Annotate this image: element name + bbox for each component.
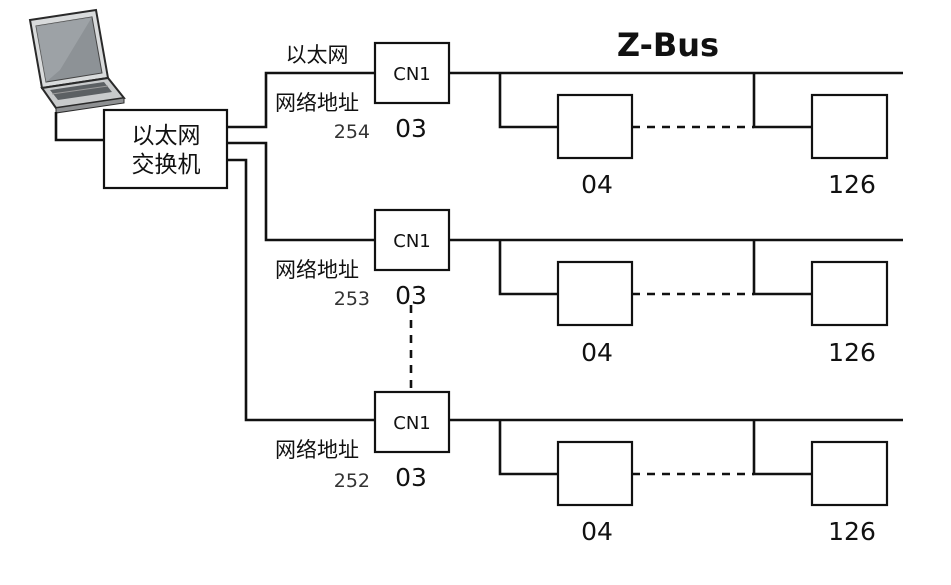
last-device-number: 126 [828,517,876,546]
laptop-to-switch-wire [54,112,104,142]
network-address-value: 254 [334,121,370,143]
bus-drop-first-device [498,420,558,476]
last-device-number: 126 [828,170,876,199]
cn1-controller-box [373,208,451,272]
switch-to-cn1-wire-2 [227,141,375,242]
bus-row-1: CN1 网络地址 254 03 04 126 [275,41,903,199]
bus-drop-last-device [752,420,812,476]
cn1-node-number: 03 [395,463,427,492]
network-address-label: 网络地址 [275,91,359,115]
network-address-value: 252 [334,470,370,492]
device-box-first [556,260,634,327]
bus-row-3: CN1 网络地址 252 03 04 126 [275,390,903,546]
ethernet-switch-box [102,108,229,190]
bus-row-2: CN1 网络地址 253 03 04 126 [275,208,903,367]
last-device-number: 126 [828,338,876,367]
cn1-node-number: 03 [395,281,427,310]
bus-drop-first-device [498,240,558,296]
bus-drop-last-device [752,240,812,296]
ethernet-label: 以太网 [286,43,349,67]
cn1-controller-box [373,41,451,105]
first-device-number: 04 [581,170,613,199]
switch-label-line1: 以太网 [132,123,201,149]
switch-label-line2: 交换机 [132,152,201,178]
device-box-last [810,260,889,327]
first-device-number: 04 [581,517,613,546]
cn1-controller-box [373,390,451,454]
switch-to-cn1-wire-1 [227,71,375,129]
network-address-label: 网络地址 [275,438,359,462]
cn1-node-number: 03 [395,114,427,143]
cn1-label: CN1 [393,231,431,252]
network-address-value: 253 [334,288,370,310]
device-box-first [556,93,634,160]
network-address-label: 网络地址 [275,258,359,282]
device-box-last [810,93,889,160]
switch-to-cn1-wire-3 [227,158,375,422]
bus-drop-last-device [752,73,812,129]
bus-drop-first-device [498,73,558,129]
cn1-label: CN1 [393,64,431,85]
cn1-label: CN1 [393,413,431,434]
z-bus-label: Z-Bus [617,26,719,64]
laptop-icon [28,8,126,114]
device-box-last [810,440,889,507]
first-device-number: 04 [581,338,613,367]
device-box-first [556,440,634,507]
